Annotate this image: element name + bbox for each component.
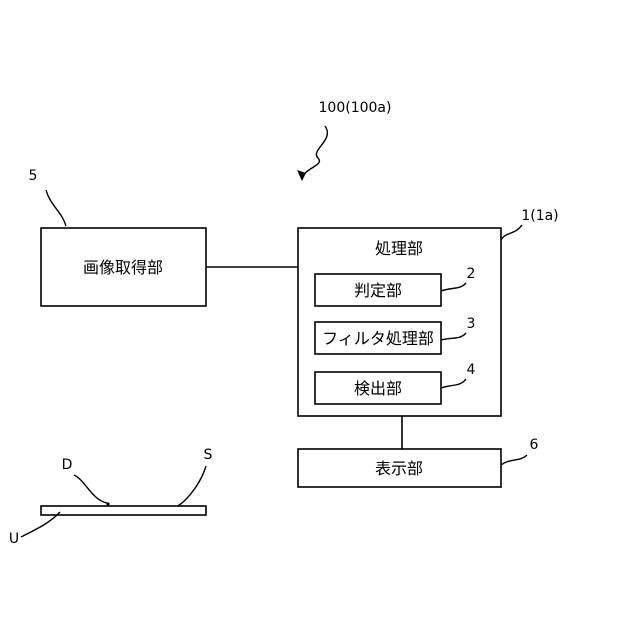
determination-unit-ref: 2 bbox=[467, 266, 476, 282]
filter-processing-unit-ref: 3 bbox=[467, 316, 476, 332]
specimen-surface-leader bbox=[178, 466, 206, 506]
processing-unit-label: 処理部 bbox=[375, 239, 423, 258]
processing-unit-leader bbox=[501, 225, 522, 240]
specimen-plate bbox=[41, 506, 206, 515]
system-ref-label: 100(100a) bbox=[319, 100, 392, 116]
detection-unit-label: 検出部 bbox=[354, 379, 402, 398]
system-ref-arrow bbox=[302, 126, 327, 178]
image-acquisition-leader bbox=[46, 190, 66, 226]
display-unit-label: 表示部 bbox=[375, 459, 423, 478]
display-unit-leader bbox=[501, 455, 527, 465]
detection-unit-ref: 4 bbox=[467, 362, 476, 378]
filter-processing-unit-label: フィルタ処理部 bbox=[322, 329, 434, 348]
display-unit-ref: 6 bbox=[530, 437, 539, 453]
image-acquisition-label: 画像取得部 bbox=[83, 258, 163, 277]
image-acquisition-ref: 5 bbox=[29, 168, 38, 184]
system-ref-arrowhead bbox=[297, 170, 306, 181]
determination-unit-label: 判定部 bbox=[354, 281, 402, 300]
processing-unit-ref: 1(1a) bbox=[521, 208, 558, 224]
specimen-defect-label: D bbox=[62, 457, 73, 473]
specimen-surface-label: S bbox=[204, 447, 213, 463]
specimen-underside-label: U bbox=[9, 531, 19, 547]
specimen-defect-leader bbox=[74, 475, 107, 503]
